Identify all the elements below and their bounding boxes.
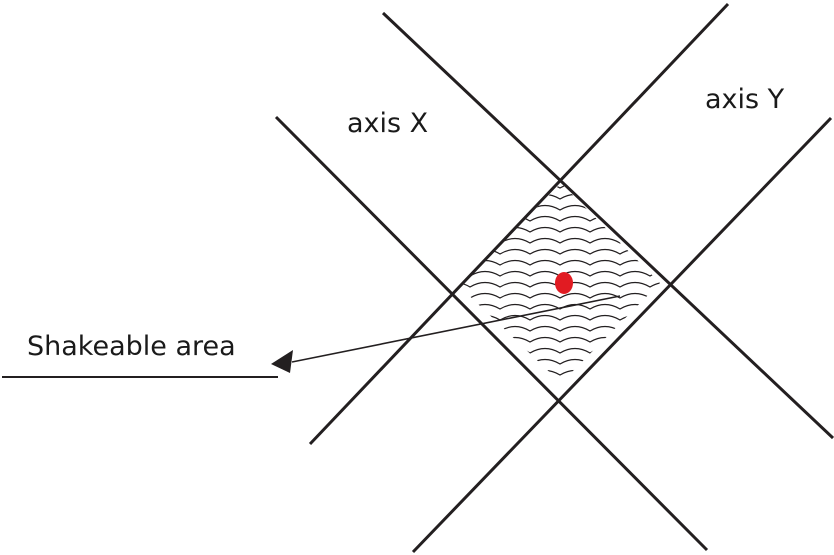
hatch-wave-line [459, 226, 660, 233]
hatch-wave-line [459, 325, 660, 332]
hatch-wave-line [459, 204, 660, 211]
hatch-wave-line [459, 336, 660, 343]
axis-y-line-upper [308, 2, 730, 446]
axis-x-label: axis X [347, 108, 428, 139]
axis-x-line-upper [381, 11, 834, 440]
hatch-wave-line [459, 380, 660, 383]
axis-y-label: axis Y [705, 84, 785, 115]
hatch-wave-line [459, 248, 660, 255]
hatch-wave-line [459, 193, 660, 200]
hatch-wave-line [459, 183, 660, 189]
hatch-wave-line [459, 237, 660, 244]
hatch-wave-line [459, 215, 660, 222]
pointer-arrow-line [291, 295, 621, 363]
axis-y-line-lower [411, 116, 833, 554]
axis-x-line-lower [274, 115, 709, 552]
hatch-wave-line [459, 347, 660, 354]
hatch-wave-line [459, 369, 660, 376]
center-point [555, 272, 573, 294]
shakeable-area-label: Shakeable area [27, 331, 236, 362]
pointer-arrow-head [271, 350, 293, 373]
hatch-wave-line [459, 358, 660, 365]
hatch-wave-line [459, 292, 660, 299]
